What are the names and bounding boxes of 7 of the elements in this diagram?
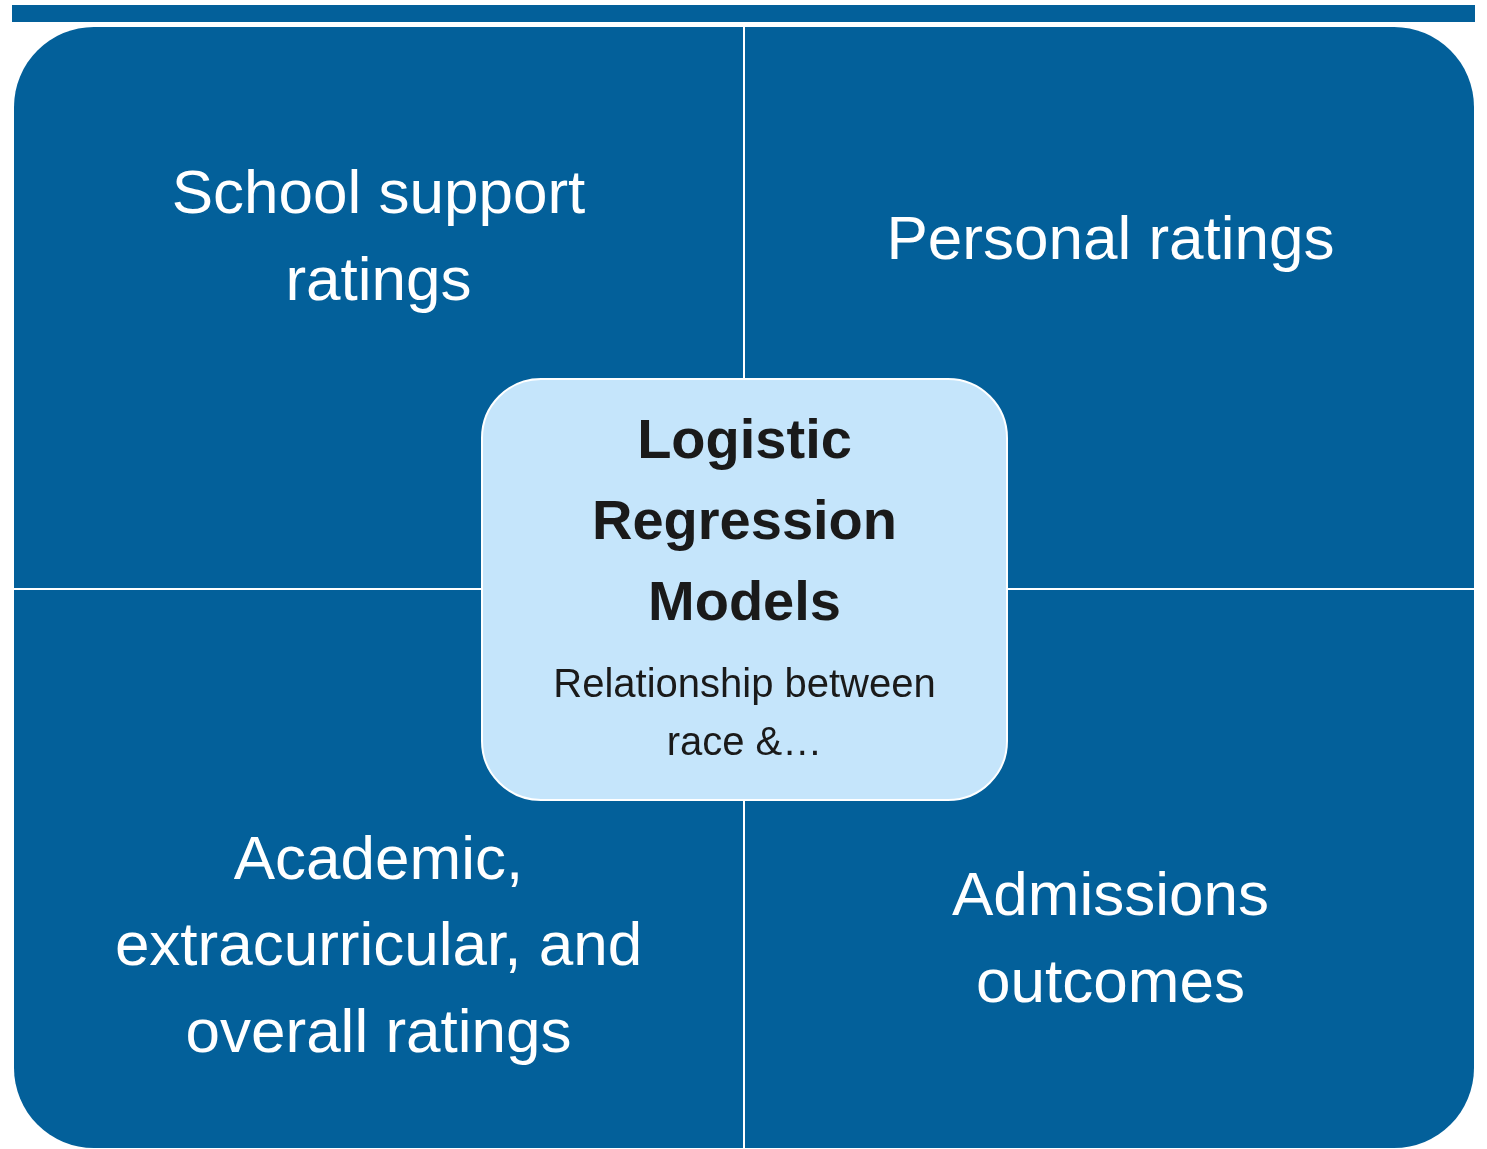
center-heading: Logistic Regression Models [591, 406, 898, 635]
quadrant-label: Admissions outcomes [951, 858, 1270, 1018]
center-box [481, 378, 1008, 801]
center-subtext: Relationship between race &… [552, 659, 937, 765]
quadrant-label: Academic, extracurricular, and overall ratings [113, 821, 644, 1068]
quadrant-label: School support ratings [170, 156, 587, 315]
quadrant-label: Personal ratings [885, 202, 1336, 274]
